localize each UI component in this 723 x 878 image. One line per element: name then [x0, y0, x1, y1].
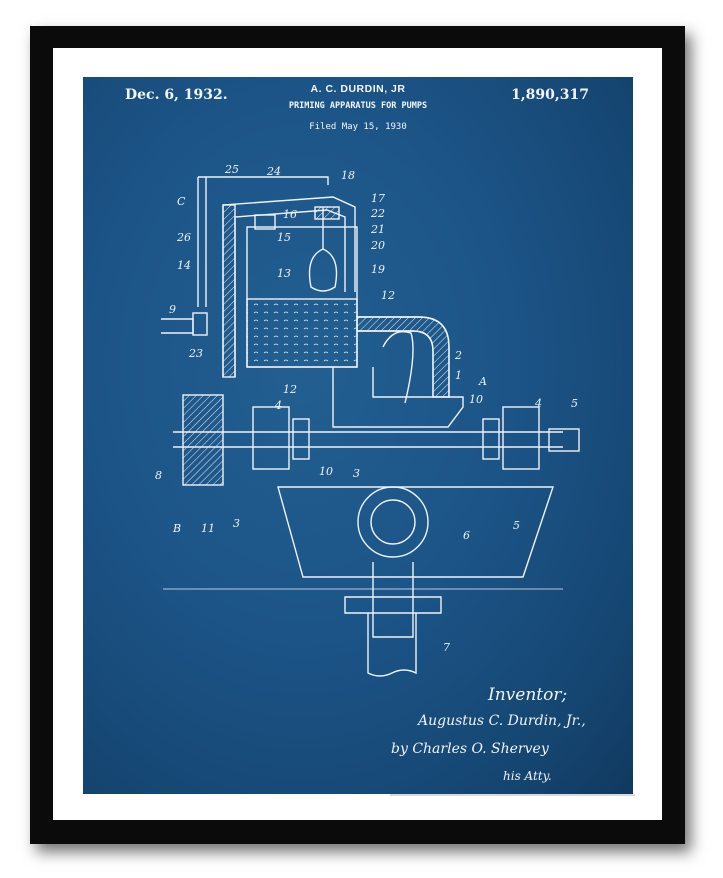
- inventor-heading: Inventor;: [488, 685, 568, 705]
- callout-labels: 25 24 18 17 22 21 20 19 16 15 13 26 14 9…: [155, 163, 578, 654]
- svg-text:A: A: [478, 375, 487, 388]
- pump-drawing: 25 24 18 17 22 21 20 19 16 15 13 26 14 9…: [155, 163, 580, 677]
- svg-text:24: 24: [266, 165, 281, 178]
- svg-text:21: 21: [370, 223, 385, 236]
- svg-text:5: 5: [571, 397, 578, 410]
- svg-text:10: 10: [319, 465, 333, 478]
- svg-text:26: 26: [176, 231, 191, 244]
- svg-text:13: 13: [277, 267, 291, 280]
- svg-text:10: 10: [469, 393, 483, 406]
- svg-text:12: 12: [283, 383, 297, 396]
- patent-date: Dec. 6, 1932.: [125, 87, 228, 103]
- svg-text:4: 4: [274, 399, 282, 412]
- svg-text:5: 5: [513, 519, 520, 532]
- svg-text:14: 14: [177, 259, 191, 272]
- svg-text:C: C: [177, 195, 186, 208]
- filed-date: Filed May 15, 1930: [309, 122, 407, 132]
- svg-text:7: 7: [443, 641, 450, 654]
- svg-text:17: 17: [371, 192, 385, 205]
- svg-text:25: 25: [224, 163, 239, 176]
- svg-text:20: 20: [370, 239, 385, 252]
- svg-text:2: 2: [454, 349, 462, 362]
- svg-text:12: 12: [381, 289, 395, 302]
- svg-text:19: 19: [371, 263, 385, 276]
- svg-text:15: 15: [277, 231, 291, 244]
- svg-text:B: B: [172, 522, 181, 535]
- svg-text:16: 16: [283, 208, 297, 221]
- svg-text:3: 3: [233, 517, 240, 530]
- frame-edge-line: [390, 794, 635, 796]
- svg-text:8: 8: [155, 469, 162, 482]
- svg-text:18: 18: [341, 169, 355, 182]
- svg-text:1: 1: [455, 369, 462, 382]
- patent-number: 1,890,317: [511, 87, 589, 103]
- svg-text:9: 9: [169, 303, 176, 316]
- attorney-signature: by Charles O. Shervey: [391, 741, 549, 757]
- svg-text:4: 4: [534, 397, 542, 410]
- attorney-label: his Atty.: [503, 769, 552, 783]
- svg-text:23: 23: [188, 347, 203, 360]
- inventor-signature: Augustus C. Durdin, Jr.,: [418, 713, 586, 729]
- svg-text:3: 3: [353, 467, 360, 480]
- drawing-lines: [161, 176, 580, 677]
- blueprint-print: Dec. 6, 1932. A. C. DURDIN, JR 1,890,317…: [83, 77, 633, 794]
- patent-title: PRIMING APPARATUS FOR PUMPS: [288, 101, 428, 111]
- svg-text:11: 11: [201, 522, 215, 535]
- inventor-header: A. C. DURDIN, JR: [310, 83, 406, 95]
- svg-text:22: 22: [370, 207, 385, 220]
- svg-text:6: 6: [463, 529, 470, 542]
